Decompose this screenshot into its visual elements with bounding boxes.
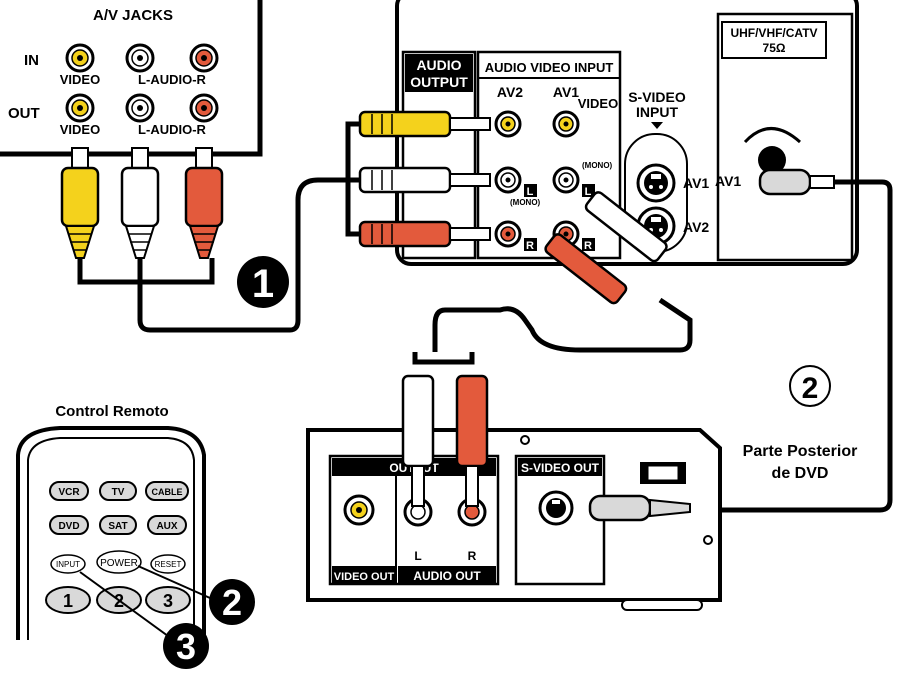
remote-sat-button[interactable]: SAT xyxy=(99,515,137,535)
r-mark-av2: R xyxy=(526,240,534,252)
remote-1-button[interactable]: 1 xyxy=(45,586,91,614)
in-audio-r-jack xyxy=(189,43,219,73)
dvd-l-label: L xyxy=(414,549,421,563)
out-audio-label: L-AUDIO-R xyxy=(138,122,206,137)
av2-label: AV2 xyxy=(497,84,523,100)
dvd-audio-out-label: AUDIO OUT xyxy=(413,569,481,583)
tv-back-panel: AUDIO OUTPUT AUDIO VIDEO INPUT AV2 AV1 V… xyxy=(395,0,859,266)
out-audio-l-jack xyxy=(125,93,155,123)
audio-output-label-1: AUDIO xyxy=(416,57,461,73)
in-audio-l-jack xyxy=(125,43,155,73)
svideo-av2-label: AV2 xyxy=(683,219,709,235)
tv-audio-plugs xyxy=(345,110,491,248)
dvd-video-out-jack xyxy=(343,494,375,526)
remote-3-button[interactable]: 3 xyxy=(145,586,191,614)
svg-text:INPUT: INPUT xyxy=(56,560,80,569)
step-1-number: 1 xyxy=(252,262,274,306)
svg-text:POWER: POWER xyxy=(100,558,138,569)
dvd-caption-line-1: Parte Posterior xyxy=(743,443,858,460)
svideo-cable xyxy=(690,168,893,513)
remote-power-button[interactable]: POWER xyxy=(96,550,142,574)
pointer-input xyxy=(79,571,169,637)
svg-text:VCR: VCR xyxy=(58,487,80,498)
svideo-av1-label: AV1 xyxy=(683,175,709,191)
svg-text:1: 1 xyxy=(63,591,73,611)
in-audio-label: L-AUDIO-R xyxy=(138,72,206,87)
dvd-caption-line-2: de DVD xyxy=(772,465,829,482)
remote-reset-button[interactable]: RESET xyxy=(150,554,186,574)
remote-aux-button[interactable]: AUX xyxy=(147,515,187,535)
remote-cable-button[interactable]: CABLE xyxy=(145,481,189,501)
dvd-back-panel: OUTPUT VIDEO OUT AUDIO OUT L R S-VIDEO O… xyxy=(306,374,722,611)
out-label: OUT xyxy=(8,105,40,122)
remote-control: VCR TV CABLE DVD SAT AUX INPUT POW xyxy=(16,426,211,640)
remote-vcr-button[interactable]: VCR xyxy=(49,481,89,501)
step-2-badge: 2 xyxy=(209,579,255,625)
tv-av1-audio-cable xyxy=(544,191,693,353)
av-input-label: AUDIO VIDEO INPUT xyxy=(485,60,614,75)
remote-input-button[interactable]: INPUT xyxy=(50,554,86,574)
step-2-number: 2 xyxy=(222,582,242,623)
step-3-number: 3 xyxy=(176,626,196,667)
svg-text:AUX: AUX xyxy=(156,521,177,532)
remote-tv-button[interactable]: TV xyxy=(99,481,137,501)
dvd-video-out-label: VIDEO OUT xyxy=(334,571,395,583)
svideo-input-label-1: S-VIDEO xyxy=(628,89,686,105)
svg-text:DVD: DVD xyxy=(58,521,79,532)
av-jacks-title: A/V JACKS xyxy=(93,7,173,24)
step-3-badge: 3 xyxy=(163,623,209,669)
circled-2-number: 2 xyxy=(802,372,819,405)
svg-text:TV: TV xyxy=(112,487,125,498)
audio-output-label-2: OUTPUT xyxy=(410,74,468,90)
in-video-label: VIDEO xyxy=(60,72,100,87)
mono-label-av1: (MONO) xyxy=(582,161,613,170)
l-mark-av1: L xyxy=(585,186,592,198)
dvd-svideo-jack xyxy=(538,490,574,526)
tv-av2-audio-l-jack xyxy=(494,166,522,194)
remote-title: Control Remoto xyxy=(55,403,168,420)
av-panel-cables xyxy=(60,147,360,333)
in-label: IN xyxy=(24,52,39,69)
dvd-audio-loop-cable xyxy=(432,306,581,353)
dvd-svideo-out-label: S-VIDEO OUT xyxy=(521,461,600,475)
svg-text:RESET: RESET xyxy=(155,560,182,569)
circled-2: 2 xyxy=(789,365,831,407)
pointer-power xyxy=(137,565,211,599)
remote-dvd-button[interactable]: DVD xyxy=(49,515,89,535)
tv-av1-audio-l-jack xyxy=(552,166,580,194)
out-audio-r-jack xyxy=(189,93,219,123)
r-mark-av1: R xyxy=(584,240,592,252)
av-jacks-panel: A/V JACKS IN OUT VIDEO L-AUDIO-R xyxy=(0,0,263,157)
out-video-label: VIDEO xyxy=(60,122,100,137)
out-video-jack xyxy=(65,93,95,123)
mono-label-av2: (MONO) xyxy=(510,198,541,207)
svg-text:SAT: SAT xyxy=(108,521,127,532)
video-label: VIDEO xyxy=(578,96,618,111)
rf-av1-label: AV1 xyxy=(715,173,741,189)
svg-text:3: 3 xyxy=(163,591,173,611)
step-1-badge: 1 xyxy=(237,256,289,308)
in-video-jack xyxy=(65,43,95,73)
tv-av1-video-jack xyxy=(552,110,580,138)
dvd-r-label: R xyxy=(468,549,477,563)
antenna-label-2: 75Ω xyxy=(763,41,786,55)
svg-text:CABLE: CABLE xyxy=(152,487,183,497)
tv-av2-video-jack xyxy=(494,110,522,138)
antenna-label-1: UHF/VHF/CATV xyxy=(730,26,817,40)
svideo-av1-jack xyxy=(636,163,676,203)
tv-av2-audio-r-jack xyxy=(494,220,522,248)
l-mark-av2: L xyxy=(527,186,534,198)
svideo-input-label-2: INPUT xyxy=(636,104,678,120)
av1-label: AV1 xyxy=(553,84,579,100)
